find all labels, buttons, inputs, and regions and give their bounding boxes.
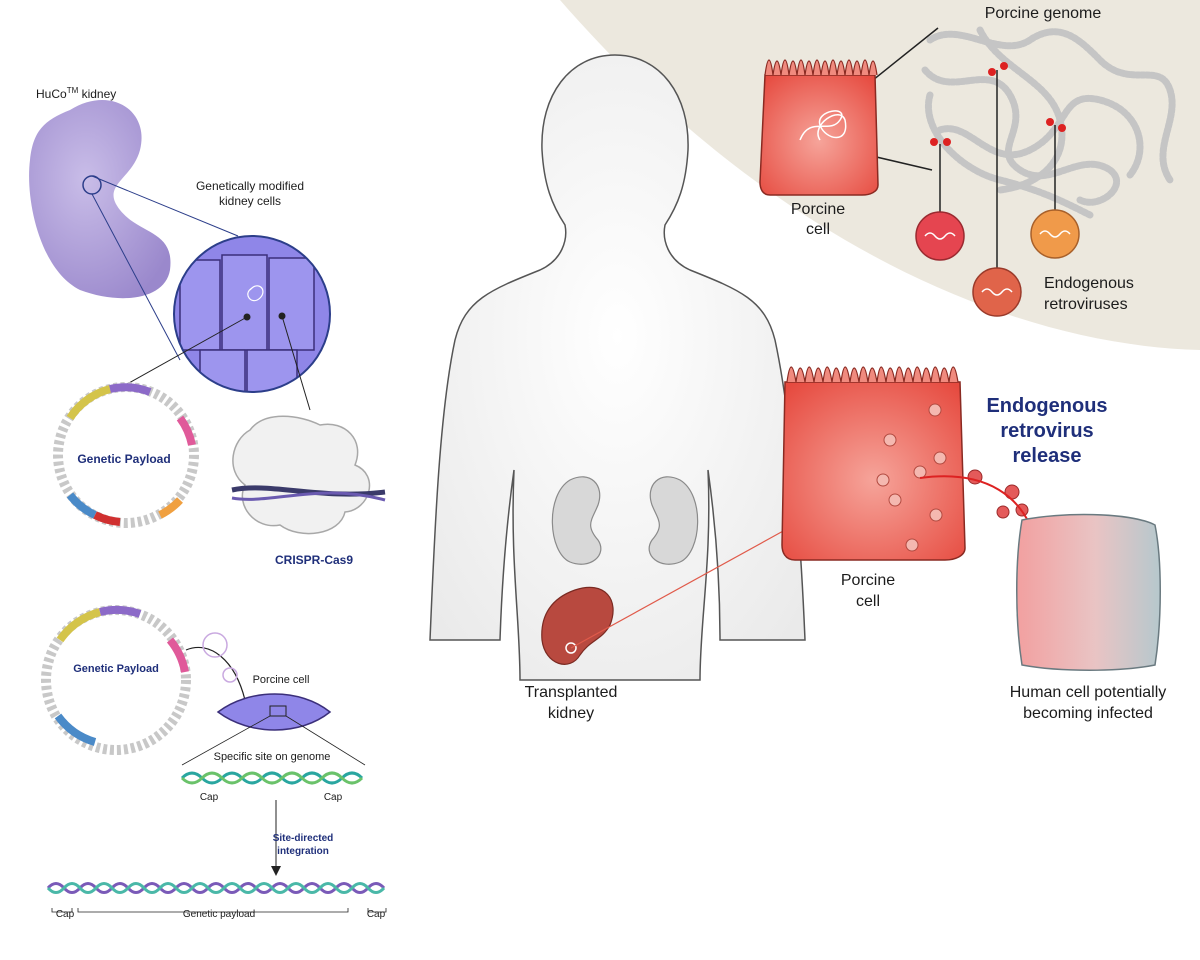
bottom-cap-right-label: Cap: [366, 909, 386, 920]
transplanted-kidney-organ: [541, 586, 614, 665]
release-label-line1: Endogenous: [986, 395, 1108, 417]
plasmid-ring-2: [41, 605, 191, 755]
porcine-cell-small-label: Porcine cell: [252, 674, 310, 686]
kidney-label-rest: kidney: [78, 87, 117, 101]
human-cell-label-line2: becoming infected: [1023, 705, 1153, 722]
plasmid-ring-1: [53, 382, 199, 528]
crispr-cas9-label: CRISPR-Cas9: [274, 553, 354, 567]
human-body-silhouette: [429, 54, 806, 681]
porcine-genome-label: Porcine genome: [984, 5, 1102, 22]
integrated-genome-helix: [46, 882, 386, 894]
porcine-cell-top-label-line2: cell: [805, 221, 831, 238]
porcine-cell-top-label-line1: Porcine: [790, 201, 846, 218]
genome-helix-site: [180, 771, 364, 785]
native-kidney-left: [551, 476, 602, 565]
cap-right-label: Cap: [323, 792, 343, 803]
kidney-label-superscript: TM: [66, 86, 79, 95]
crispr-cas9-protein: [231, 415, 386, 535]
genetic-payload-label-2: Genetic Payload: [73, 663, 159, 675]
porcine-cell-top: [759, 59, 879, 196]
porcine-cell-small: [216, 693, 332, 731]
porcine-cell-mid-label-line1: Porcine: [840, 572, 896, 589]
release-label-line2: retrovirus: [1000, 420, 1094, 442]
genome-site-label: Specific site on genome: [213, 751, 331, 763]
huco-kidney-label: HuCoTM kidney: [36, 86, 116, 102]
human-cell-label-line1: Human cell potentially: [1009, 684, 1167, 701]
modified-cells-label-line1: Genetically modified: [195, 179, 305, 193]
bottom-cap-left-label: Cap: [55, 909, 75, 920]
retrovirus-insertion-markers: [930, 62, 1066, 146]
native-kidney-right: [648, 476, 699, 565]
virus-particle-3: [1030, 209, 1080, 259]
porcine-cell-large: [781, 366, 966, 561]
porcine-genome-strand: [921, 26, 1176, 219]
transplanted-kidney-label-line1: Transplanted: [524, 684, 618, 701]
kidney-label-base: HuCo: [36, 87, 67, 101]
site-directed-label-line2: integration: [277, 846, 329, 857]
transplanted-kidney-label-line2: kidney: [547, 705, 595, 722]
genetic-payload-label-1: Genetic Payload: [77, 452, 171, 466]
virus-particle-1: [915, 211, 965, 261]
bottom-genetic-payload-label: Genetic payload: [182, 909, 256, 920]
release-label-line3: release: [1012, 445, 1082, 467]
retroviruses-label-line2: retroviruses: [1044, 296, 1128, 313]
porcine-cell-mid-label-line2: cell: [855, 593, 881, 610]
cap-left-label: Cap: [199, 792, 219, 803]
huco-kidney: [29, 99, 171, 299]
virus-particle-2: [972, 267, 1022, 317]
modified-cells-label-line2: kidney cells: [218, 194, 282, 208]
site-directed-label-line1: Site-directed: [272, 833, 334, 844]
modified-cells-magnified: [174, 236, 330, 392]
retroviruses-label-line1: Endogenous: [1044, 275, 1134, 292]
human-cell: [1016, 513, 1161, 671]
